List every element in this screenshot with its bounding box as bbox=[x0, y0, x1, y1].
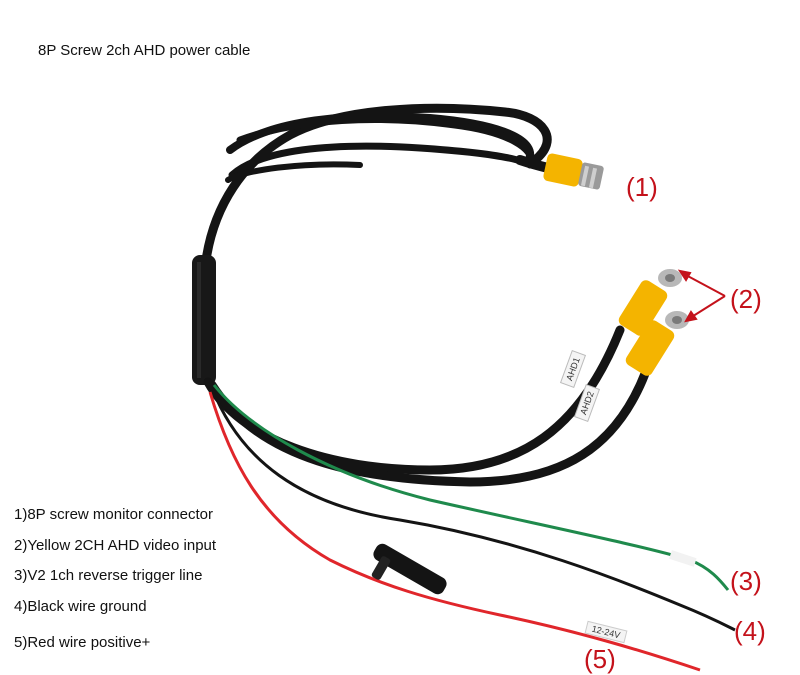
rca-connector-ahd2 bbox=[625, 311, 689, 376]
callout-1: (1) bbox=[626, 172, 658, 202]
connector-8p-screw bbox=[543, 153, 604, 190]
rca-connector-ahd1 bbox=[618, 269, 682, 336]
legend-item-4: 4)Black wire ground bbox=[14, 598, 147, 615]
voltage-label-tag: 12-24V bbox=[584, 620, 628, 644]
black-ground-wire bbox=[210, 387, 736, 632]
callout-3: (3) bbox=[730, 566, 762, 596]
legend-item-2: 2)Yellow 2CH AHD video input bbox=[14, 537, 217, 554]
callout-4: (4) bbox=[734, 616, 766, 646]
legend-item-3: 3)V2 1ch reverse trigger line bbox=[14, 567, 203, 584]
green-trigger-wire bbox=[212, 384, 730, 591]
legend-item-1: 1)8P screw monitor connector bbox=[14, 506, 213, 523]
callout-5: (5) bbox=[584, 644, 616, 674]
page-title: 8P Screw 2ch AHD power cable bbox=[38, 42, 251, 59]
callout-2: (2) bbox=[730, 284, 762, 314]
cable-junction bbox=[192, 255, 216, 385]
main-cable-coil bbox=[200, 103, 552, 273]
ahd1-label-tag: AHD1 bbox=[559, 349, 587, 389]
legend-item-5: 5)Red wire positive+ bbox=[14, 634, 151, 651]
callout-arrows-2 bbox=[677, 269, 726, 323]
ahd-cables bbox=[203, 325, 655, 487]
inline-fuse-holder bbox=[371, 543, 447, 595]
ahd2-label-tag: AHD2 bbox=[573, 383, 601, 423]
red-power-wire bbox=[208, 391, 701, 672]
cable-to-connector-1 bbox=[515, 155, 553, 173]
green-wire-tag bbox=[669, 550, 697, 567]
